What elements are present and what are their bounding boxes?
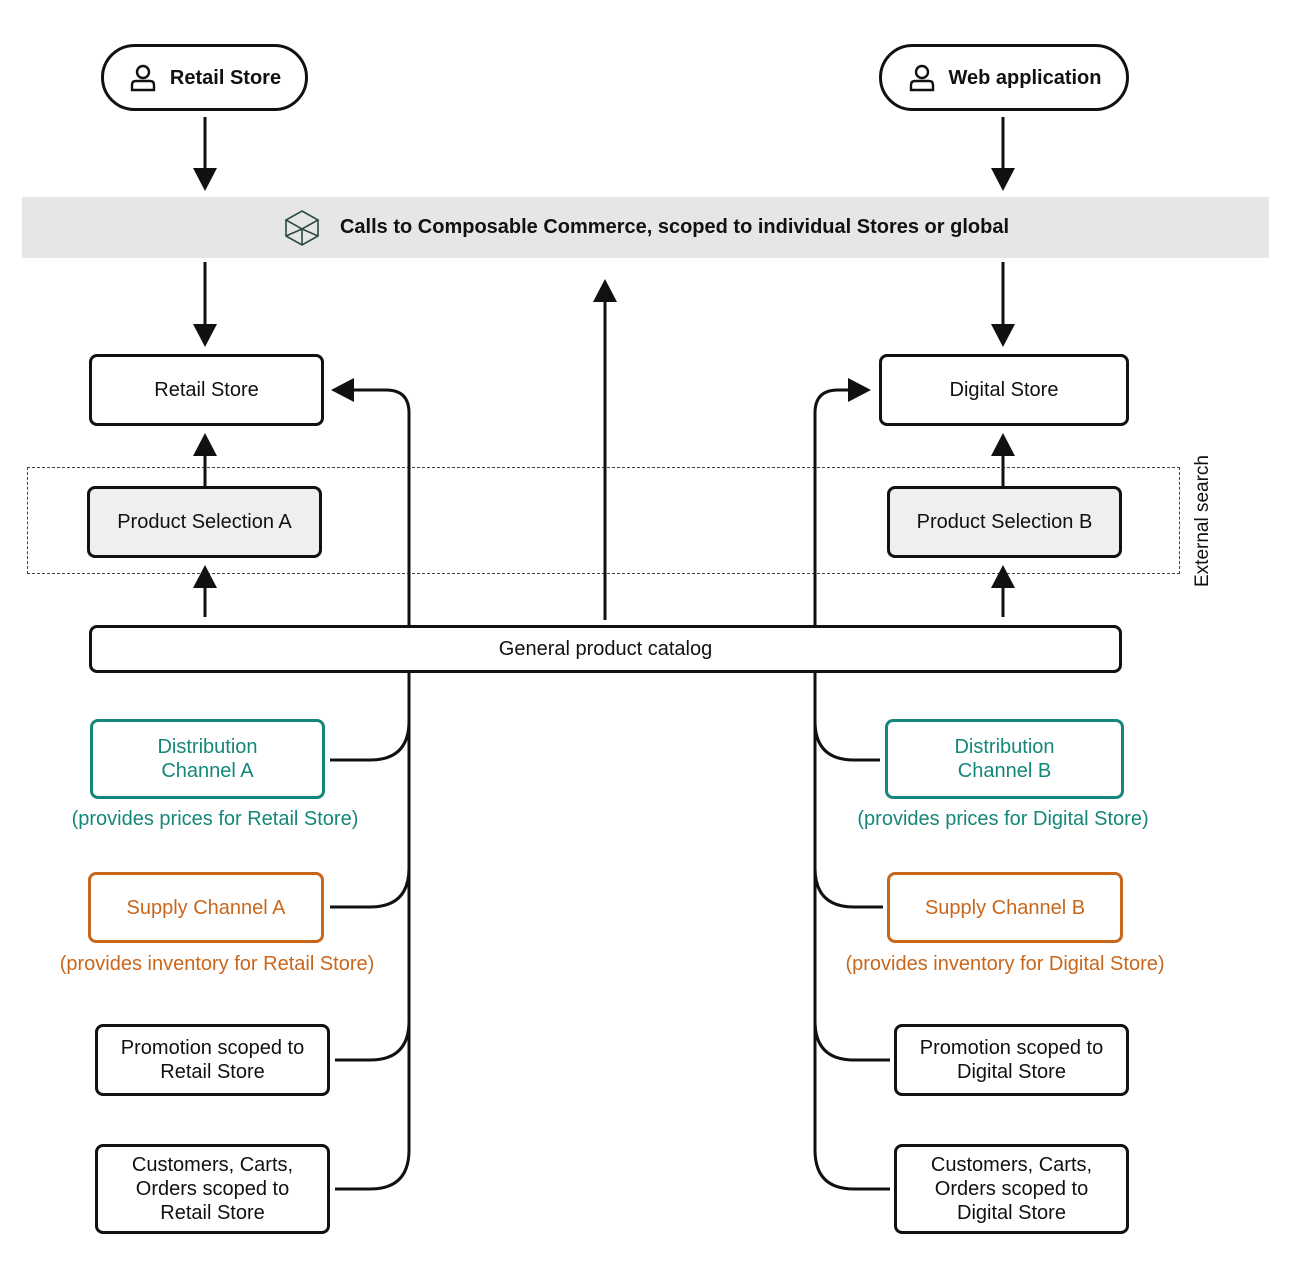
distribution-a-line2: Channel A	[161, 760, 254, 782]
customers-b-line1: Customers, Carts,	[930, 1154, 1093, 1176]
promotion-b-line2: Digital Store	[957, 1061, 1066, 1083]
customers-b-line2: Orders scoped to	[934, 1178, 1089, 1200]
distribution-b-note: (provides prices for Digital Store)	[857, 808, 1149, 830]
retail-store-label: Retail Store	[154, 379, 259, 401]
api-banner-label: Calls to Composable Commerce, scoped to …	[339, 216, 1009, 238]
product-selection-a-label: Product Selection A	[117, 511, 292, 533]
supply-b-note: (provides inventory for Digital Store)	[845, 953, 1165, 975]
customers-a-line3: Retail Store	[160, 1202, 265, 1224]
customers-retail-store: Customers, Carts, Orders scoped to Retai…	[95, 1144, 330, 1234]
promotion-retail-store: Promotion scoped to Retail Store	[95, 1024, 330, 1096]
catalog-label: General product catalog	[498, 638, 713, 660]
actor-label: Retail Store	[169, 66, 282, 89]
actor-web-application: Web application	[879, 44, 1129, 111]
person-icon	[907, 63, 937, 93]
cube-icon	[282, 208, 322, 248]
distribution-b-line2: Channel B	[957, 760, 1052, 782]
supply-channel-a: Supply Channel A	[88, 872, 324, 943]
distribution-b-line1: Distribution	[954, 736, 1055, 758]
supply-b-label: Supply Channel B	[924, 896, 1086, 919]
product-selection-b-label: Product Selection B	[916, 511, 1093, 533]
digital-store-label: Digital Store	[949, 379, 1059, 401]
general-product-catalog: General product catalog	[89, 625, 1122, 673]
distribution-a-line1: Distribution	[157, 736, 258, 758]
supply-channel-b: Supply Channel B	[887, 872, 1123, 943]
supply-a-label: Supply Channel A	[126, 896, 286, 919]
digital-store-box: Digital Store	[879, 354, 1129, 426]
distribution-a-note: (provides prices for Retail Store)	[71, 808, 359, 830]
distribution-channel-b: Distribution Channel B	[885, 719, 1124, 799]
actor-label: Web application	[948, 66, 1102, 89]
promotion-digital-store: Promotion scoped to Digital Store	[894, 1024, 1129, 1096]
product-selection-a: Product Selection A	[87, 486, 322, 558]
distribution-channel-a: Distribution Channel A	[90, 719, 325, 799]
actor-retail-store: Retail Store	[101, 44, 308, 111]
person-icon	[128, 63, 158, 93]
customers-a-line1: Customers, Carts,	[131, 1154, 294, 1176]
promotion-a-line1: Promotion scoped to	[120, 1037, 305, 1059]
customers-b-line3: Digital Store	[957, 1202, 1066, 1224]
product-selection-b: Product Selection B	[887, 486, 1122, 558]
api-banner: Calls to Composable Commerce, scoped to …	[22, 197, 1269, 258]
customers-a-line2: Orders scoped to	[135, 1178, 290, 1200]
promotion-b-line1: Promotion scoped to	[919, 1037, 1104, 1059]
customers-digital-store: Customers, Carts, Orders scoped to Digit…	[894, 1144, 1129, 1234]
promotion-a-line2: Retail Store	[160, 1061, 265, 1083]
retail-store-box: Retail Store	[89, 354, 324, 426]
supply-a-note: (provides inventory for Retail Store)	[59, 953, 375, 975]
